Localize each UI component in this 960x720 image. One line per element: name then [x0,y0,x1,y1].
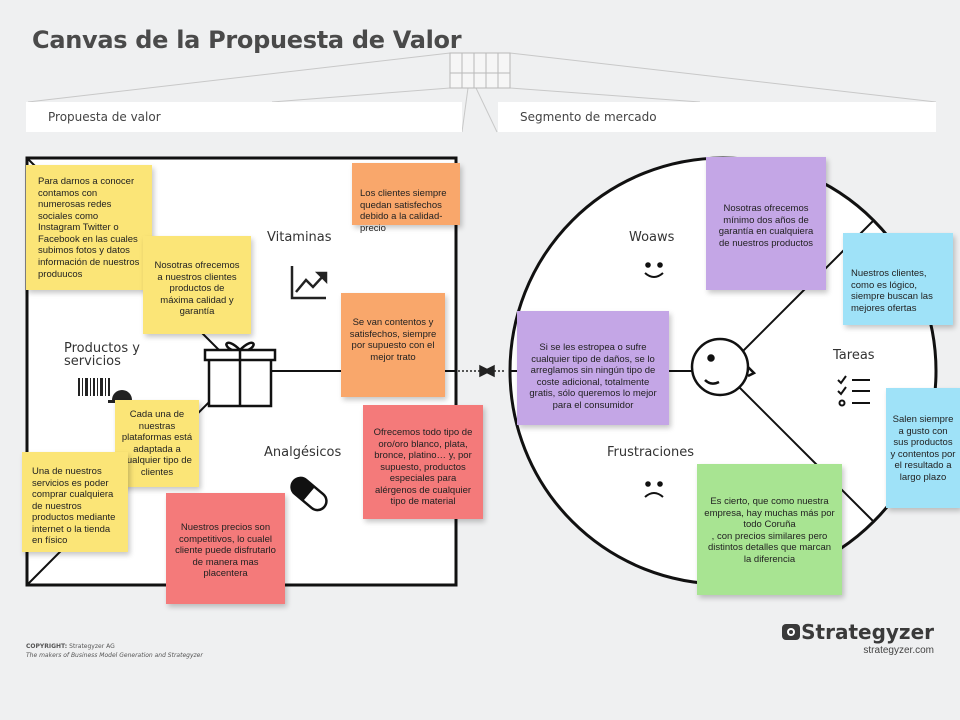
sticky-note-best-offers[interactable]: Nuestros clientes, como es lógico, siemp… [843,233,953,325]
smile-icon [644,262,664,278]
label-products-services: Productos y servicios [64,341,140,369]
page-title: Canvas de la Propuesta de Valor [32,26,462,54]
sticky-note-materials[interactable]: Ofrecemos todo tipo de oro/oro blanco, p… [363,405,483,519]
label-pains: Frustraciones [607,445,695,460]
sticky-note-prices[interactable]: Nuestros precios son competitivos, lo cu… [166,493,285,604]
brand-url[interactable]: strategyzer.com [863,645,934,656]
sticky-note-platforms[interactable]: Cada una de nuestras plataformas está ad… [115,400,199,487]
label-gain-creators: Vitaminas [267,230,332,245]
barcode-icon [78,378,110,396]
copyright-owner: Strategyzer AG [69,643,115,650]
copyright: COPYRIGHT: Strategyzer AG The makers of … [26,642,203,660]
customer-face-icon [690,337,757,397]
frown-icon [644,481,664,498]
label-jobs: Tareas [833,348,875,363]
copyright-tagline: The makers of Business Model Generation … [26,652,203,659]
sticky-note-happy-customers[interactable]: Se van contentos y satisfechos, siempre … [341,293,445,397]
fit-arrows [458,364,506,378]
section-value-proposition: Propuesta de valor [26,102,462,132]
sticky-note-long-term[interactable]: Salen siempre a gusto con sus productos … [886,388,960,508]
pill-icon [290,476,328,512]
label-pain-relievers: Analgésicos [264,445,342,460]
trending-up-icon [290,266,328,300]
brand-name: Strategyzer [801,620,934,644]
copyright-label: COPYRIGHT: [26,643,68,650]
checklist-icon [837,375,870,407]
brand-logo[interactable]: Strategyzer [781,620,934,644]
strategyzer-logo-icon [782,624,801,640]
sticky-note-online-store[interactable]: Una de nuestros servicios es poder compr… [22,452,128,552]
sticky-note-satisfied[interactable]: Los clientes siempre quedan satisfechos … [352,163,460,234]
sticky-note-quality[interactable]: Nosotras ofrecemos a nuestros clientes p… [143,236,251,334]
section-customer-segment: Segmento de mercado [498,102,936,132]
brand: Strategyzer strategyzer.com [781,620,934,656]
canvas-icon [449,52,511,89]
label-gains: Woaws [629,230,675,245]
sticky-note-free-repairs[interactable]: Si se les estropea o sufre cualquier tip… [517,311,669,425]
sticky-note-competitors[interactable]: Es cierto, que como nuestra empresa, hay… [697,464,842,595]
sticky-note-warranty[interactable]: Nosotras ofrecemos mínimo dos años de ga… [706,157,826,290]
gift-icon [203,341,277,408]
sticky-note-social-media[interactable]: Para darnos a conocer contamos con numer… [26,165,152,290]
